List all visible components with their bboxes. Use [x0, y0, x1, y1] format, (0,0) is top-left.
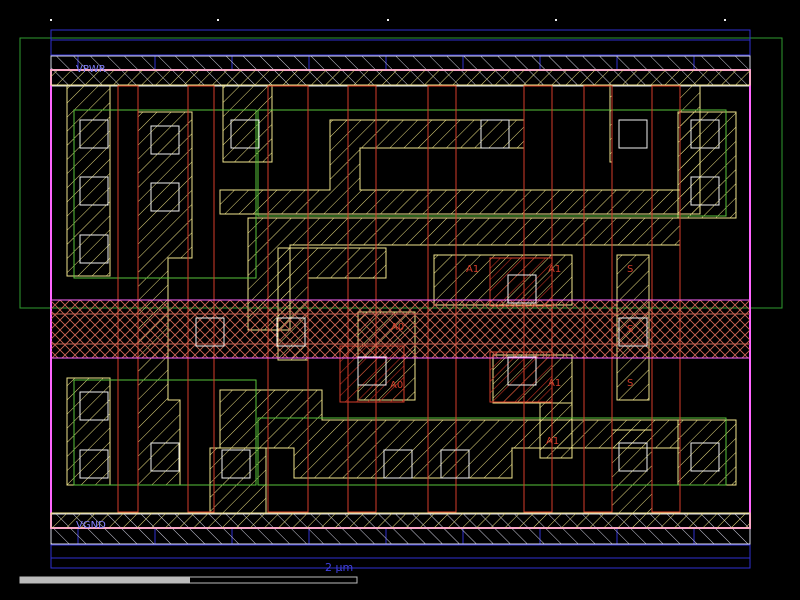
li-ground-rail: [50, 512, 751, 529]
li-left-nfet-source: [66, 377, 111, 486]
a1-label-upper-right: A1: [548, 264, 561, 275]
li-power-rail: [50, 69, 751, 86]
local-interconnect-layer: [50, 69, 751, 529]
a1-label: A1: [466, 264, 479, 275]
li-s-net: [219, 84, 701, 215]
vgnd-label: VGND: [76, 520, 106, 531]
li-right-pfet: [677, 111, 737, 219]
poly-a1-pad: [489, 257, 553, 307]
poly-gate-7: [583, 85, 613, 513]
vpwr-label: VPWR: [76, 64, 106, 75]
poly-gate-2: [187, 85, 215, 513]
s-label-lower: S: [627, 378, 633, 389]
pdiff-right: [257, 109, 727, 217]
scale-bar: 2 µm: [19, 561, 358, 584]
scale-bar-fill: [20, 577, 190, 583]
s-label: S: [627, 264, 633, 275]
poly-gate-8: [651, 85, 681, 513]
ndiff-left: [73, 379, 257, 486]
s-label-mid: S: [627, 324, 633, 335]
contacts-layer: [79, 119, 720, 479]
li-upper-tap: [222, 84, 273, 163]
pin-labels: VPWR VGND A0 A0 A1 A1 A1 A1 S S S: [76, 64, 633, 531]
a1-label-lower: A1: [548, 378, 561, 389]
li-right-nfet: [677, 419, 737, 486]
poly-gate-3: [267, 85, 309, 513]
poly-gate-5: [427, 85, 457, 513]
li-left-pfet-drain: [66, 84, 111, 277]
a0-label-lower: A0: [390, 380, 403, 391]
a1-label-pin: A1: [546, 436, 559, 447]
ndiff-right: [257, 417, 727, 486]
poly-gate-4: [347, 85, 377, 513]
li-bottom-strap: [219, 389, 681, 479]
poly-gate-1: [117, 85, 139, 513]
pdiff-left: [73, 109, 257, 279]
scale-bar-label: 2 µm: [325, 561, 353, 574]
grid-ticks: [50, 19, 726, 21]
a0-label: A0: [391, 322, 404, 333]
mid-poly-rail: [50, 299, 751, 359]
diffusion-layer: [73, 109, 727, 486]
poly-a1-pad-lower: [489, 351, 553, 403]
li-x-output: [137, 111, 193, 486]
